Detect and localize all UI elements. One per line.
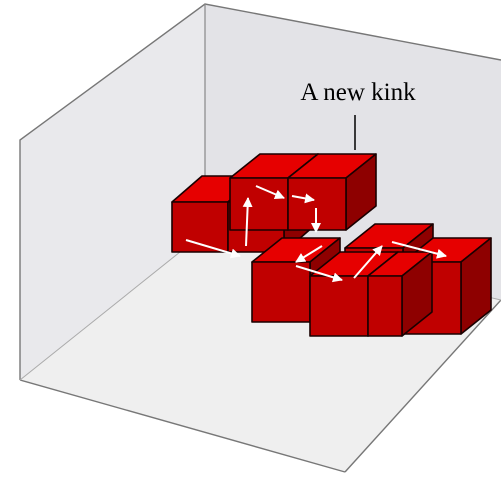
cube-front-face <box>367 275 403 337</box>
annotation-label: A new kink <box>300 79 416 106</box>
left-wall <box>20 4 205 380</box>
path-arrow <box>185 239 241 259</box>
box-edges <box>19 3 501 380</box>
cube-front-3 <box>367 251 433 337</box>
path-arrow <box>291 193 315 204</box>
box-edge-floor-left <box>19 379 346 473</box>
path-arrow <box>295 265 343 283</box>
path-arrows <box>185 185 447 283</box>
cube-front-face <box>229 177 289 231</box>
path-arrow <box>242 197 253 247</box>
box-edge-floor-right <box>344 299 501 473</box>
cube-chain <box>171 153 492 337</box>
path-arrow <box>295 245 323 263</box>
cube-front-face <box>251 261 311 323</box>
path-arrow <box>391 241 447 259</box>
path-arrow <box>255 185 285 200</box>
box-edge-left-floor <box>19 231 206 381</box>
cube-front-face <box>309 275 369 337</box>
path-arrow <box>353 245 383 279</box>
